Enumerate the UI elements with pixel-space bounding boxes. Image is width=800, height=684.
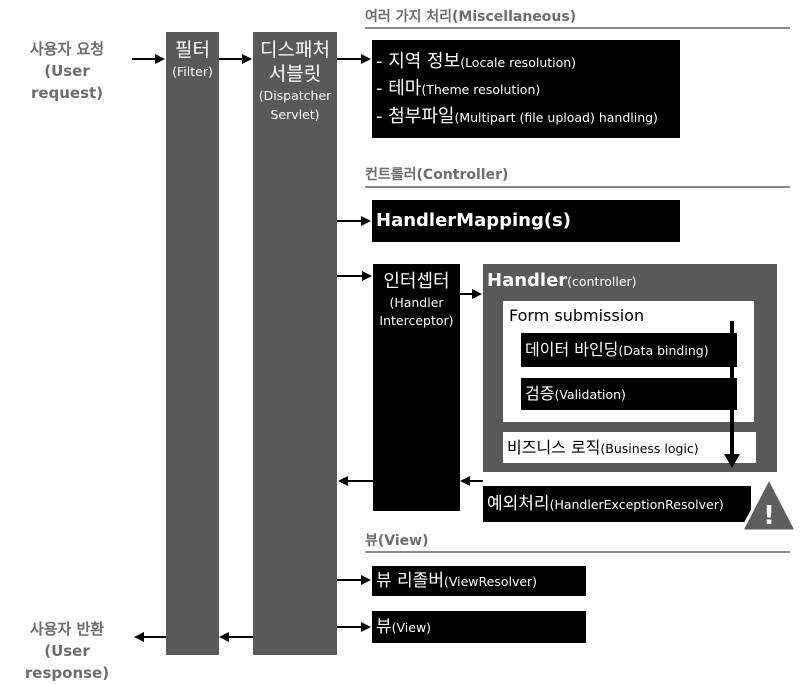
data-binding-box: 데이터 바인딩(Data binding) xyxy=(521,333,737,367)
arrow-interceptor-to-handler xyxy=(460,293,473,295)
interceptor-sub-2: Interceptor) xyxy=(379,313,454,328)
arrow-dispatcher-to-interceptor xyxy=(337,275,363,277)
view-box: 뷰(View) xyxy=(372,611,586,643)
handler-flow-arrow-line xyxy=(730,321,734,456)
user-request-ko: 사용자 요청 xyxy=(29,40,105,58)
misc-box: - 지역 정보(Locale resolution) - 테마(Theme re… xyxy=(372,40,680,138)
arrow-dispatcher-to-misc-head xyxy=(361,54,371,64)
user-request-en: (User request) xyxy=(30,62,104,102)
misc-item-multipart-ko: - 첨부파일 xyxy=(376,106,455,127)
controller-heading: 컨트롤러(Controller) xyxy=(365,167,509,183)
validation-box: 검증(Validation) xyxy=(521,378,737,410)
warning-glyph: ! xyxy=(763,501,775,531)
form-submission-label: Form submission xyxy=(509,306,645,325)
misc-item-locale-en: (Locale resolution) xyxy=(460,55,577,70)
validation-ko: 검증 xyxy=(525,384,555,403)
controller-rule xyxy=(365,186,790,188)
arrow-dispatcher-to-view-resolver-head xyxy=(361,575,371,585)
misc-item-locale-ko: - 지역 정보 xyxy=(376,51,461,72)
interceptor-title: 인터셉터 xyxy=(383,271,450,292)
data-binding-en: (Data binding) xyxy=(618,343,709,358)
arrow-exception-to-interceptor xyxy=(470,480,483,482)
misc-rule xyxy=(365,27,790,29)
handler-title-main: Handler xyxy=(487,270,568,291)
warning-icon: ! xyxy=(741,476,797,533)
arrow-dispatcher-to-filter-head xyxy=(219,632,229,642)
view-resolver-box: 뷰 리졸버(ViewResolver) xyxy=(372,566,586,596)
filter-subtitle: (Filter) xyxy=(172,64,213,79)
validation-en: (Validation) xyxy=(554,387,626,402)
arrow-request-to-filter-head xyxy=(155,54,165,64)
dispatcher-sub-1: (Dispatcher xyxy=(258,88,332,103)
misc-item-theme: - 테마(Theme resolution) xyxy=(376,75,680,104)
arrow-dispatcher-to-interceptor-head xyxy=(362,271,372,281)
dispatcher-title-2: 서블릿 xyxy=(268,63,322,85)
view-resolver-ko: 뷰 리졸버 xyxy=(376,571,444,591)
data-binding-ko: 데이터 바인딩 xyxy=(525,340,619,359)
view-ko: 뷰 xyxy=(376,617,392,637)
arrow-filter-to-response-head xyxy=(134,632,144,642)
handler-title: Handler(controller) xyxy=(487,268,637,295)
arrow-exception-to-interceptor-head xyxy=(460,476,470,486)
user-response-label: 사용자 반환 (User response) xyxy=(0,618,134,684)
handler-flow-arrow-head xyxy=(724,454,740,468)
user-response-ko: 사용자 반환 xyxy=(29,620,105,638)
dispatcher-sub-2: Servlet) xyxy=(270,107,320,122)
arrow-interceptor-to-dispatcher xyxy=(348,480,373,482)
misc-item-multipart: - 첨부파일(Multipart (file upload) handling) xyxy=(376,104,680,131)
exception-en: (HandlerExceptionResolver) xyxy=(549,497,724,512)
handler-mapping-label: HandlerMapping(s) xyxy=(376,210,572,231)
misc-item-theme-en: (Theme resolution) xyxy=(421,82,541,97)
dispatcher-servlet-column: 디스패처 서블릿 (Dispatcher Servlet) xyxy=(253,32,337,655)
exception-resolver-box: 예외처리(HandlerExceptionResolver) xyxy=(483,486,751,522)
arrow-request-to-filter xyxy=(132,58,156,60)
user-request-label: 사용자 요청 (User request) xyxy=(6,38,128,104)
business-logic-ko: 비즈니스 로직 xyxy=(507,438,601,457)
handler-box: Handler(controller) Form submission 데이터 … xyxy=(483,264,777,472)
arrow-interceptor-to-dispatcher-head xyxy=(338,476,348,486)
filter-column: 필터 (Filter) xyxy=(166,32,219,655)
user-response-en: (User response) xyxy=(24,642,110,682)
arrow-dispatcher-to-handler-mapping-head xyxy=(361,216,371,226)
arrow-dispatcher-to-view-head xyxy=(361,622,371,632)
handler-title-sub: (controller) xyxy=(567,274,637,289)
arrow-interceptor-to-handler-head xyxy=(472,289,482,299)
arrow-dispatcher-to-handler-mapping xyxy=(337,220,362,222)
misc-heading: 여러 가지 처리(Miscellaneous) xyxy=(365,9,577,25)
exception-ko: 예외처리 xyxy=(487,494,550,514)
form-submission-box: Form submission 데이터 바인딩(Data binding) 검증… xyxy=(503,301,754,422)
view-resolver-en: (ViewResolver) xyxy=(443,574,538,589)
handler-mapping-box: HandlerMapping(s) xyxy=(372,200,680,242)
arrow-dispatcher-to-view-resolver xyxy=(337,579,362,581)
view-en: (View) xyxy=(391,620,432,635)
misc-item-theme-ko: - 테마 xyxy=(376,78,422,99)
view-heading: 뷰(View) xyxy=(365,533,429,549)
arrow-dispatcher-to-misc xyxy=(337,58,362,60)
arrow-filter-to-dispatcher xyxy=(219,58,243,60)
misc-item-multipart-en: (Multipart (file upload) handling) xyxy=(454,110,658,125)
interceptor-sub-1: (Handler xyxy=(389,295,444,310)
business-logic-en: (Business logic) xyxy=(600,441,699,456)
filter-title: 필터 xyxy=(175,39,210,61)
arrow-filter-to-response xyxy=(144,636,166,638)
business-logic-box: 비즈니스 로직(Business logic) xyxy=(503,432,756,463)
dispatcher-title-1: 디스패처 xyxy=(260,39,330,61)
interceptor-column: 인터셉터 (Handler Interceptor) xyxy=(373,264,460,511)
misc-item-locale: - 지역 정보(Locale resolution) xyxy=(376,50,680,75)
view-rule xyxy=(365,551,790,553)
arrow-dispatcher-to-filter xyxy=(229,636,253,638)
arrow-filter-to-dispatcher-head xyxy=(242,54,252,64)
arrow-dispatcher-to-view xyxy=(337,626,362,628)
